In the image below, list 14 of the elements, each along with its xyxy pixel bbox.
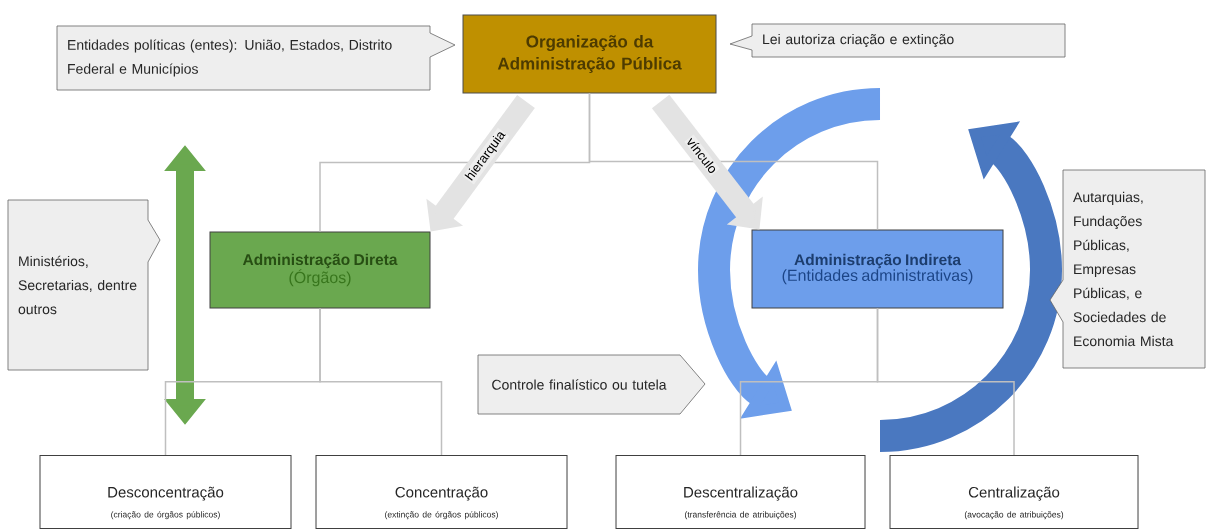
connector-line	[588, 92, 879, 231]
callout-box: Ministérios, Secretarias, dentre outros	[7, 199, 161, 371]
connector-line	[319, 307, 443, 456]
callout-box: Controle finalístico ou tutela	[477, 354, 706, 415]
concept-box: Centralização (avocação de atribuições)	[889, 455, 1139, 529]
concept-box: Descentralização (transferência de atribuições)	[615, 455, 866, 529]
concept-box: Desconcentração (criação de órgãos públicos)	[39, 455, 292, 529]
concept-box: Concentração (extinção de órgãos públicos)	[315, 455, 568, 529]
connector-line	[876, 307, 1015, 456]
category-box: Administração Indireta (Entidades administrativas)	[751, 229, 1004, 309]
callout-box: Autarquias, Fundações Públicas, Empresas Públicas, e Sociedades de Economia Mista	[1049, 169, 1206, 369]
callout-box: Entidades políticas (entes): União, Estados, Distrito Federal e Municípios	[56, 25, 456, 91]
callout-box: Lei autoriza criação e extinção	[729, 23, 1066, 58]
title-box: Organização da Administração Pública	[462, 14, 717, 94]
